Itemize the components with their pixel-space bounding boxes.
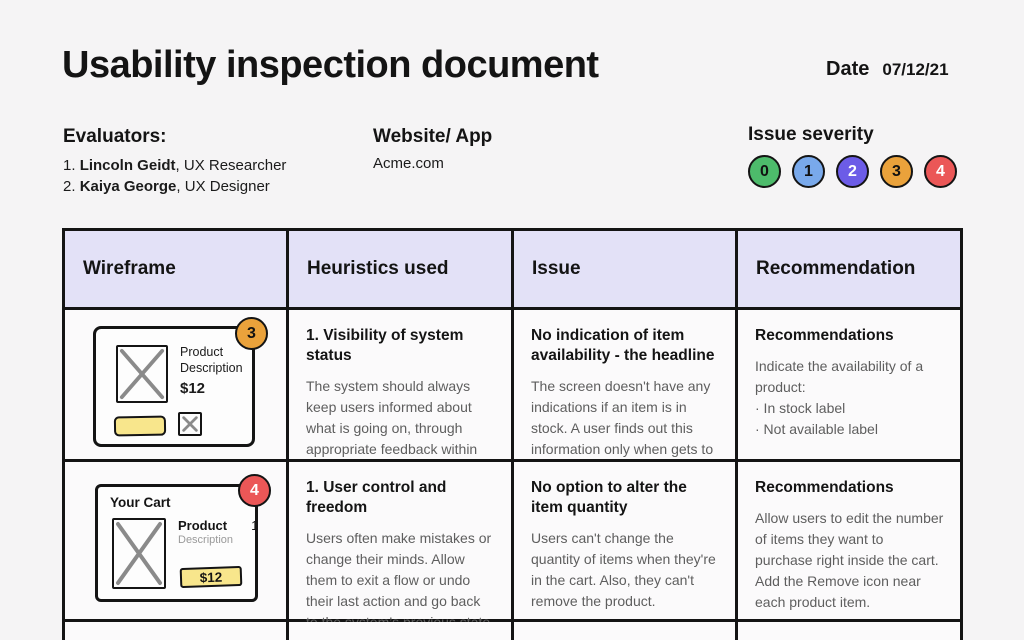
severity-3-badge: 3 <box>880 155 913 188</box>
recommendation-cell-row2: Recommendations Allow users to edit the … <box>738 462 960 619</box>
wireframe-quantity-label: 1 <box>251 518 259 533</box>
heuristic-title: 1. Visibility of system status <box>306 327 464 364</box>
wireframe-cell-row1: Product Description $12 3 <box>65 310 286 459</box>
column-header-heuristics: Heuristics used <box>289 231 511 307</box>
image-placeholder-icon <box>116 345 168 403</box>
heuristic-cell-row2: 1. User control and freedom Users often … <box>289 462 511 630</box>
severity-badge-row2: 4 <box>238 474 271 507</box>
website-heading: Website/ App <box>373 126 493 147</box>
recommendation-cell-row1: Recommendations Indicate the availabilit… <box>738 310 960 459</box>
wireframe-cell-row3 <box>65 622 286 640</box>
severity-scale: 0 1 2 3 4 <box>748 155 957 188</box>
evaluator-role: , UX Designer <box>176 178 270 195</box>
wireframe-description-label: Description <box>178 534 234 546</box>
severity-0-badge: 0 <box>748 155 781 188</box>
evaluators-heading: Evaluators: <box>63 126 167 147</box>
wireframe-price-tag: $12 <box>179 565 243 589</box>
column-header-wireframe: Wireframe <box>65 231 286 307</box>
website-value: Acme.com <box>373 155 444 172</box>
image-placeholder-icon <box>112 518 166 589</box>
severity-2-badge: 2 <box>836 155 869 188</box>
issue-severity-legend: Issue severity 0 1 2 3 4 <box>748 124 957 188</box>
evaluator-name: Kaiya George <box>79 178 177 195</box>
evaluator-number: 2. <box>63 178 80 195</box>
recommendation-title: Recommendations <box>755 327 894 344</box>
severity-1-badge: 1 <box>792 155 825 188</box>
issue-cell-row2: No option to alter the item quantity Use… <box>514 462 735 619</box>
date-value: 07/12/21 <box>882 60 949 79</box>
heuristic-cell-row3 <box>289 622 511 640</box>
date-label: Date <box>826 58 870 80</box>
severity-badge-row1: 3 <box>235 317 268 350</box>
inspection-table: Wireframe Heuristics used Issue Recommen… <box>62 228 963 640</box>
wireframe-description-label: Description <box>180 361 243 375</box>
recommendation-title: Recommendations <box>755 479 894 496</box>
wireframe-price-label: $12 <box>180 380 206 397</box>
wireframe-cart-title: Your Cart <box>110 495 171 510</box>
issue-cell-row3 <box>514 622 735 640</box>
severity-4-badge: 4 <box>924 155 957 188</box>
evaluators-section: Evaluators: 1. Lincoln Geidt, UX Researc… <box>63 126 286 197</box>
issue-title: No option to alter the item quantity <box>531 479 687 516</box>
recommendation-body: Allow users to edit the number of items … <box>755 509 944 610</box>
website-section: Website/ App Acme.com <box>373 126 492 172</box>
date: Date 07/12/21 <box>826 58 949 81</box>
page-title: Usability inspection document <box>62 44 599 86</box>
wireframe-product-row: Product 1 <box>178 518 258 533</box>
wireframe-button-placeholder <box>113 415 167 437</box>
evaluator-item: 1. Lincoln Geidt, UX Researcher <box>63 155 286 176</box>
product-page-wireframe: Product Description $12 3 <box>93 317 268 447</box>
heuristic-body: Users often make mistakes or change thei… <box>306 529 494 630</box>
heuristic-cell-row1: 1. Visibility of system status The syste… <box>289 310 511 478</box>
checkbox-placeholder-icon <box>178 412 202 436</box>
severity-heading: Issue severity <box>748 124 874 145</box>
cart-page-wireframe: Your Cart Product 1 Description $12 4 <box>95 474 271 602</box>
wireframe-product-label: Product <box>178 518 228 533</box>
wireframe-product-text: Product Description $12 <box>180 344 243 397</box>
heuristic-title: 1. User control and freedom <box>306 479 447 516</box>
evaluator-number: 1. <box>63 157 80 174</box>
evaluator-role: , UX Researcher <box>175 157 287 174</box>
issue-cell-row1: No indication of item availability - the… <box>514 310 735 499</box>
recommendation-body: Indicate the availability of a product: … <box>755 357 924 437</box>
evaluator-item: 2. Kaiya George, UX Designer <box>63 176 286 197</box>
issue-body: Users can't change the quantity of items… <box>531 529 716 609</box>
recommendation-cell-row3 <box>738 622 960 640</box>
column-header-issue: Issue <box>514 231 735 307</box>
issue-title: No indication of item availability - the… <box>531 327 715 364</box>
wireframe-cell-row2: Your Cart Product 1 Description $12 4 <box>65 462 286 619</box>
wireframe-product-label: Product <box>180 345 224 359</box>
evaluator-name: Lincoln Geidt <box>79 157 176 174</box>
column-header-recommendation: Recommendation <box>738 231 960 307</box>
